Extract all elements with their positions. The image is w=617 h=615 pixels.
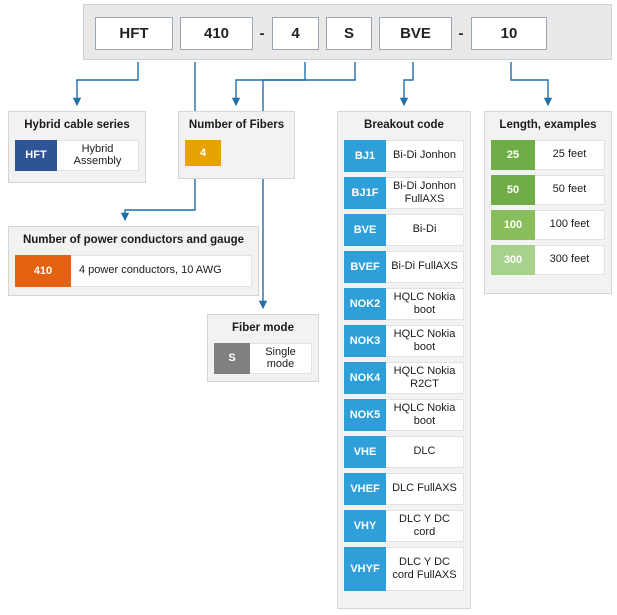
table-row[interactable]: VHY DLC Y DC cord [344,509,464,542]
panel-number-of-fibers: Number of Fibers 4 [178,111,295,179]
row-desc: Bi-Di FullAXS [386,250,464,283]
row-desc: 100 feet [535,209,605,240]
table-row[interactable]: S Single mode [214,342,312,375]
row-code: VHYF [344,546,386,591]
panel-title-breakout: Breakout code [364,119,444,131]
panel-hybrid-cable-series: Hybrid cable series HFT Hybrid Assembly [8,111,146,183]
row-desc: DLC [386,435,464,468]
row-desc: 50 feet [535,174,605,205]
table-row[interactable]: VHEF DLC FullAXS [344,472,464,505]
row-code: 4 [185,139,221,166]
panel-title-fibers: Number of Fibers [188,119,285,131]
row-desc: Bi-Di Jonhon FullAXS [386,176,464,209]
row-desc: HQLC Nokia boot [386,324,464,357]
row-code: NOK5 [344,398,386,431]
row-code: 25 [491,139,535,170]
panel-title-length: Length, examples [499,119,597,131]
row-code: BVEF [344,250,386,283]
panel-rows-breakout: BJ1 Bi-Di Jonhon BJ1F Bi-Di Jonhon FullA… [338,139,470,602]
row-code: BVE [344,213,386,246]
table-row[interactable]: HFT Hybrid Assembly [15,139,139,172]
panel-fiber-mode: Fiber mode S Single mode [207,314,319,382]
row-code: BJ1F [344,176,386,209]
pn-dash-2: - [458,25,464,42]
row-desc: HQLC Nokia R2CT [386,361,464,394]
part-number-bar: HFT 410 - 4 S BVE - 10 [83,4,612,60]
pn-segment-breakout[interactable]: BVE [379,17,452,50]
panel-power-conductors: Number of power conductors and gauge 410… [8,226,259,296]
panel-length-examples: Length, examples 25 25 feet 50 50 feet 1… [484,111,612,294]
row-code: VHEF [344,472,386,505]
row-desc: Bi-Di Jonhon [386,139,464,172]
pn-dash-1: - [259,25,265,42]
panel-title-mode: Fiber mode [232,322,294,334]
row-code: S [214,342,250,375]
panel-rows-power: 410 4 power conductors, 10 AWG [9,254,258,293]
row-desc: HQLC Nokia boot [386,287,464,320]
row-desc: DLC Y DC cord FullAXS [386,546,464,591]
panel-rows-mode: S Single mode [208,342,318,380]
pn-segment-mode[interactable]: S [326,17,372,50]
table-row[interactable]: 25 25 feet [491,139,605,170]
row-desc: 4 power conductors, 10 AWG [71,254,252,287]
pn-segment-series[interactable]: HFT [95,17,173,50]
panel-rows-series: HFT Hybrid Assembly [9,139,145,177]
table-row[interactable]: BVE Bi-Di [344,213,464,246]
table-row[interactable]: 50 50 feet [491,174,605,205]
panel-rows-length: 25 25 feet 50 50 feet 100 100 feet 300 3… [485,139,611,281]
row-code: VHY [344,509,386,542]
table-row[interactable]: 100 100 feet [491,209,605,240]
row-code: 50 [491,174,535,205]
row-code: 410 [15,254,71,287]
table-row[interactable]: 300 300 feet [491,244,605,275]
row-desc: DLC FullAXS [386,472,464,505]
row-desc: Hybrid Assembly [57,139,139,172]
panel-title-power: Number of power conductors and gauge [22,234,245,246]
row-code: 300 [491,244,535,275]
table-row[interactable]: NOK2 HQLC Nokia boot [344,287,464,320]
row-desc: 25 feet [535,139,605,170]
table-row[interactable]: VHYF DLC Y DC cord FullAXS [344,546,464,591]
pn-segment-fibers[interactable]: 4 [272,17,319,50]
table-row[interactable]: NOK4 HQLC Nokia R2CT [344,361,464,394]
row-desc: Bi-Di [386,213,464,246]
row-code: HFT [15,139,57,172]
pn-segment-length[interactable]: 10 [471,17,547,50]
table-row[interactable]: BJ1F Bi-Di Jonhon FullAXS [344,176,464,209]
row-code: VHE [344,435,386,468]
row-desc: 300 feet [535,244,605,275]
row-code: NOK4 [344,361,386,394]
table-row[interactable]: BJ1 Bi-Di Jonhon [344,139,464,172]
table-row[interactable]: 410 4 power conductors, 10 AWG [15,254,252,287]
table-row[interactable]: NOK5 HQLC Nokia boot [344,398,464,431]
panel-rows-fibers: 4 [179,139,294,172]
row-desc: Single mode [250,342,312,375]
pn-segment-power[interactable]: 410 [180,17,253,50]
row-code: BJ1 [344,139,386,172]
panel-title-series: Hybrid cable series [24,119,130,131]
row-code: 100 [491,209,535,240]
table-row[interactable]: NOK3 HQLC Nokia boot [344,324,464,357]
table-row[interactable]: 4 [185,139,288,166]
row-desc: DLC Y DC cord [386,509,464,542]
row-desc: HQLC Nokia boot [386,398,464,431]
row-code: NOK3 [344,324,386,357]
table-row[interactable]: VHE DLC [344,435,464,468]
table-row[interactable]: BVEF Bi-Di FullAXS [344,250,464,283]
row-code: NOK2 [344,287,386,320]
row-desc [221,140,288,166]
panel-breakout-code: Breakout code BJ1 Bi-Di Jonhon BJ1F Bi-D… [337,111,471,609]
